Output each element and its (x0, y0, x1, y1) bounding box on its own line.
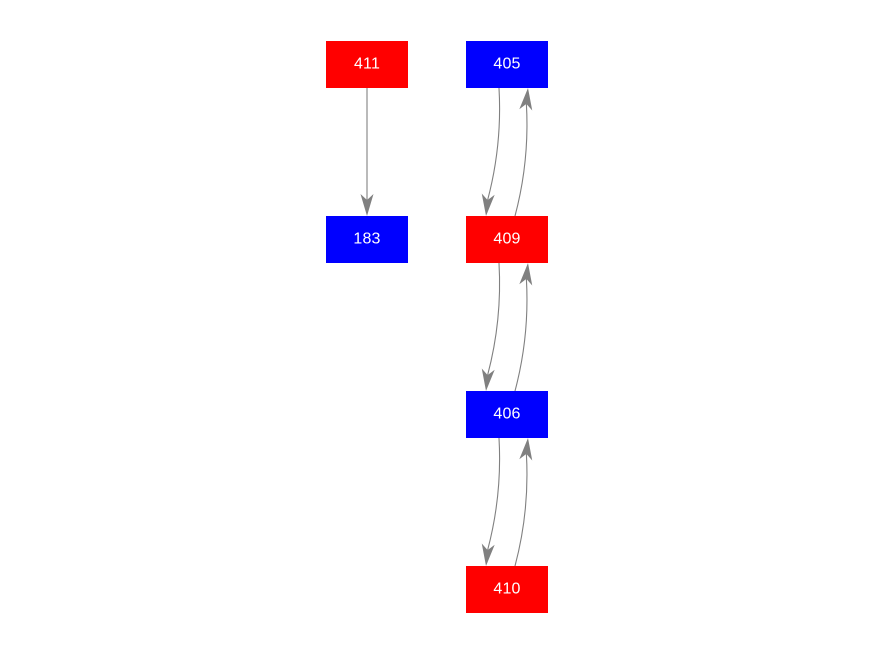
edge-line (514, 103, 528, 217)
graph-node-406[interactable]: 406 (466, 391, 548, 438)
graph-edge-411-to-183 (360, 88, 374, 216)
edge-line (514, 453, 528, 567)
arrowhead-icon (519, 438, 533, 461)
graph-node-183[interactable]: 183 (326, 216, 408, 263)
graph-edge-406-to-409 (514, 263, 533, 392)
graph-node-410[interactable]: 410 (466, 566, 548, 613)
edge-line (487, 437, 501, 551)
node-label: 410 (493, 580, 521, 597)
node-label: 405 (493, 55, 521, 72)
node-label: 183 (353, 230, 381, 247)
graph-edge-409-to-405 (514, 88, 533, 217)
edge-line (487, 262, 501, 376)
arrowhead-icon (360, 194, 374, 216)
graph-node-409[interactable]: 409 (466, 216, 548, 263)
arrowhead-icon (519, 263, 533, 286)
graph-edge-405-to-409 (481, 87, 501, 216)
graph-node-405[interactable]: 405 (466, 41, 548, 88)
graph-edge-410-to-406 (514, 438, 533, 567)
graph-node-411[interactable]: 411 (326, 41, 408, 88)
graph-edge-406-to-410 (481, 437, 501, 566)
node-label: 406 (493, 405, 521, 422)
arrowhead-icon (481, 543, 495, 566)
arrowhead-icon (519, 88, 533, 111)
node-label: 411 (353, 55, 381, 72)
node-label: 409 (493, 230, 521, 247)
arrowhead-icon (481, 368, 495, 391)
arrowhead-icon (481, 193, 495, 216)
edge-line (487, 87, 501, 201)
graph-edge-409-to-406 (481, 262, 501, 391)
edge-line (514, 278, 528, 392)
